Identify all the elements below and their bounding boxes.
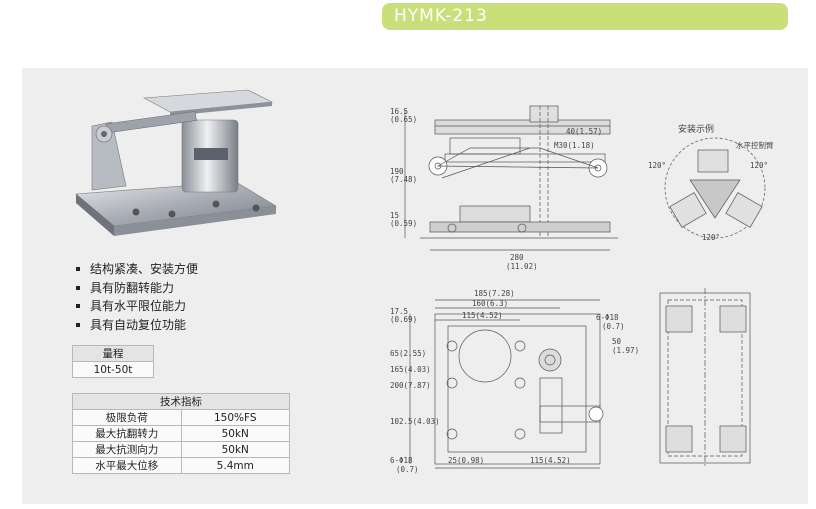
dim-height-in: (7.48) [390, 175, 417, 184]
dim-50: 50 [612, 337, 622, 346]
product-photo [75, 89, 277, 236]
dim-175-in: (0.69) [390, 315, 417, 324]
range-header: 量程 [72, 345, 154, 362]
feature-item: 具有自动复位功能 [76, 316, 198, 335]
dim-25: 25(0.98) [448, 456, 484, 465]
dim-holes-a: 6-Φ18 [390, 456, 413, 465]
spec-name: 极限负荷 [72, 409, 182, 426]
spec-name: 最大抗测向力 [72, 441, 182, 458]
dim-top-in: (0.65) [390, 115, 417, 124]
angle-right: 120° [750, 161, 768, 170]
dim-65: 65(2.55) [390, 349, 426, 358]
dim-holes-b-in: (0.7) [602, 322, 625, 331]
dim-width-in: (11.02) [506, 262, 538, 271]
dim-165: 165(4.03) [390, 365, 431, 374]
dim-115b: 115(4.52) [530, 456, 571, 465]
dim-160: 160(6.3) [472, 299, 508, 308]
install-title: 安装示例 [678, 123, 714, 135]
spec-value: 50kN [180, 425, 290, 442]
range-table: 量程 10t-50t [72, 345, 154, 378]
dim-height: 190 [390, 167, 404, 176]
dim-top: 16.5 [390, 107, 408, 116]
spec-name: 水平最大位移 [72, 457, 182, 474]
spec-value: 150%FS [180, 409, 290, 426]
dim-base-in: (0.59) [390, 219, 417, 228]
dim-185: 185(7.28) [474, 289, 515, 298]
spec-name: 最大抗翻转力 [72, 425, 182, 442]
dim-holes-b: 6-Φ18 [596, 313, 619, 322]
feature-list: 结构紧凑、安装方便 具有防翻转能力 具有水平限位能力 具有自动复位功能 [76, 260, 198, 334]
angle-left: 120° [648, 161, 666, 170]
technical-drawing: 16.5 (0.65) 190 (7.48) 15 (0.59) 280 (11… [390, 105, 774, 474]
dim-1025: 102.5(4.03) [390, 417, 440, 426]
dim-40: 40(1.57) [566, 127, 602, 136]
dim-holes-a-in: (0.7) [396, 465, 419, 474]
angle-bottom: 120° [702, 233, 720, 242]
feature-item: 具有水平限位能力 [76, 297, 198, 316]
dim-200: 200(7.87) [390, 381, 431, 390]
spec-value: 50kN [180, 441, 290, 458]
feature-item: 结构紧凑、安装方便 [76, 260, 198, 279]
range-value: 10t-50t [72, 361, 154, 378]
feature-item: 具有防翻转能力 [76, 279, 198, 298]
spec-header: 技术指标 [72, 393, 290, 410]
model-title: HYMK-213 [382, 3, 788, 30]
spec-value: 5.4mm [180, 457, 290, 474]
install-note: 水平控制臂 [736, 140, 774, 150]
dim-115: 115(4.52) [462, 311, 503, 320]
dim-base: 15 [390, 211, 399, 220]
dim-50-in: (1.97) [612, 346, 639, 355]
dim-width: 280 [510, 253, 524, 262]
dim-175: 17.5 [390, 307, 408, 316]
dim-bolt: M30(1.18) [554, 141, 595, 150]
